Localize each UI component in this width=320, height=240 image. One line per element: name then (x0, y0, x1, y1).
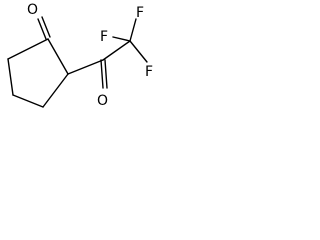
side-carbonyl-bond-2 (104, 59, 108, 89)
fluorine-top-label: F (136, 5, 144, 21)
chemical-structure-diagram: O O F F F (7, 2, 153, 109)
cf-bond-top (129, 18, 137, 42)
cf3-link-bond (102, 40, 131, 61)
ring-bond-c2-c3 (42, 73, 69, 108)
ring-bond-c5-c1 (7, 38, 49, 60)
side-carbonyl-bond-1 (100, 59, 104, 89)
fluorine-left-label: F (100, 29, 108, 45)
side-chain-bond (67, 59, 104, 75)
ring-carbonyl-bond-1 (37, 18, 47, 40)
fluorine-right-label: F (145, 64, 153, 80)
cf-bond-right (129, 40, 148, 63)
cf-bond-left (112, 36, 131, 42)
ring-bond-c3-c4 (12, 94, 44, 108)
ring-carbonyl-bond-2 (41, 16, 51, 38)
ring-bond-c1-c2 (47, 38, 69, 75)
ring-bond-c4-c5 (7, 58, 14, 96)
side-oxygen-label: O (97, 93, 108, 109)
ring-oxygen-label: O (27, 2, 38, 18)
